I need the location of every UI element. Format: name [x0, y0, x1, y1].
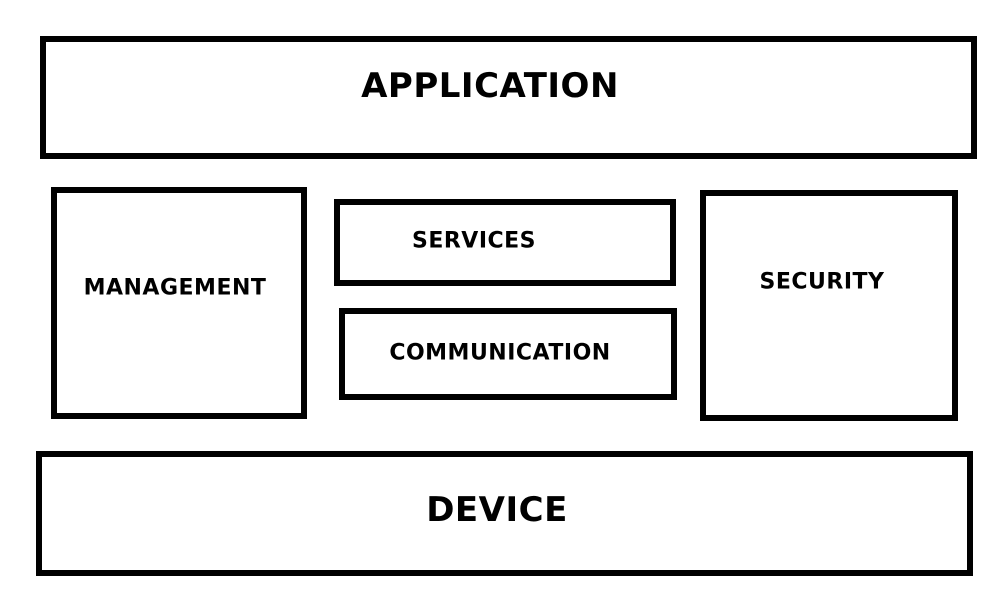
security-box: [700, 190, 958, 421]
communication-box: [339, 308, 677, 400]
services-label: SERVICES: [411, 228, 537, 254]
communication-label: COMMUNICATION: [389, 340, 611, 366]
security-label: SECURITY: [759, 269, 885, 295]
device-label: DEVICE: [426, 490, 568, 530]
services-box: [334, 199, 676, 286]
application-label: APPLICATION: [361, 66, 619, 106]
device-layer-box: [36, 451, 973, 576]
management-box: [51, 187, 307, 419]
management-label: MANAGEMENT: [83, 275, 267, 301]
application-layer-box: [40, 36, 977, 159]
